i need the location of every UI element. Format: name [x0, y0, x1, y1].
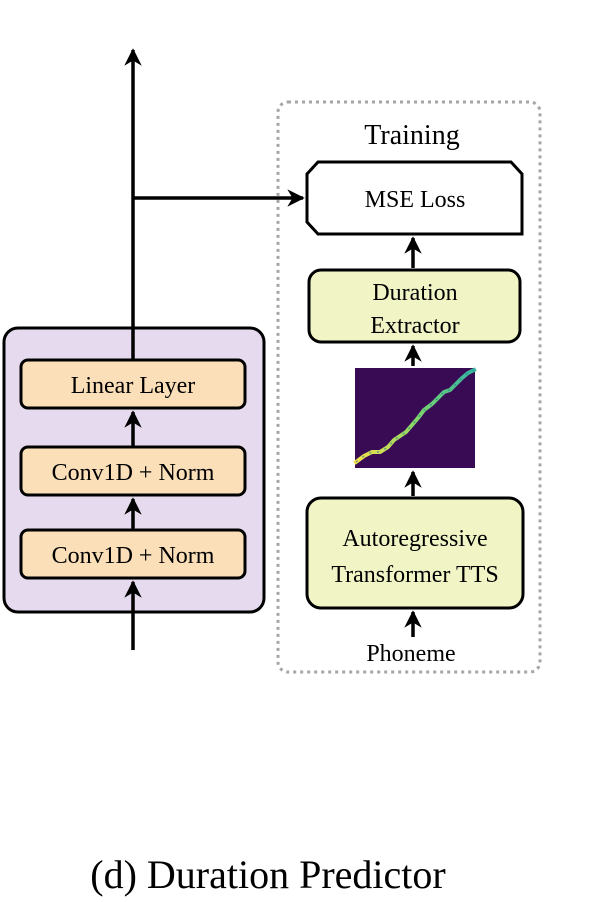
training-title: Training — [364, 120, 459, 151]
conv1d-norm-label-upper: Conv1D + Norm — [52, 460, 215, 486]
linear-layer-box — [19, 358, 247, 410]
mse-loss-box — [305, 160, 524, 236]
figure-caption: (d) Duration Predictor — [90, 852, 445, 897]
duration-extractor-label-line1: Duration — [372, 280, 457, 306]
conv1d-norm-label-lower: Conv1D + Norm — [52, 543, 215, 569]
training-region — [276, 100, 542, 674]
duration-extractor-label-line2: Extractor — [370, 313, 459, 339]
phoneme-label: Phoneme — [366, 641, 455, 667]
autoregressive-tts-label-line1: Autoregressive — [342, 526, 487, 552]
conv1d-norm-box-upper — [19, 445, 247, 497]
alignment-heatmap — [353, 367, 477, 468]
autoregressive-tts-label-line2: Transformer TTS — [331, 562, 498, 588]
mse-loss-label: MSE Loss — [365, 187, 466, 213]
autoregressive-tts-box — [305, 496, 525, 610]
duration-extractor-box — [307, 268, 522, 344]
linear-layer-label: Linear Layer — [71, 373, 196, 399]
conv1d-norm-box-lower — [19, 528, 247, 580]
